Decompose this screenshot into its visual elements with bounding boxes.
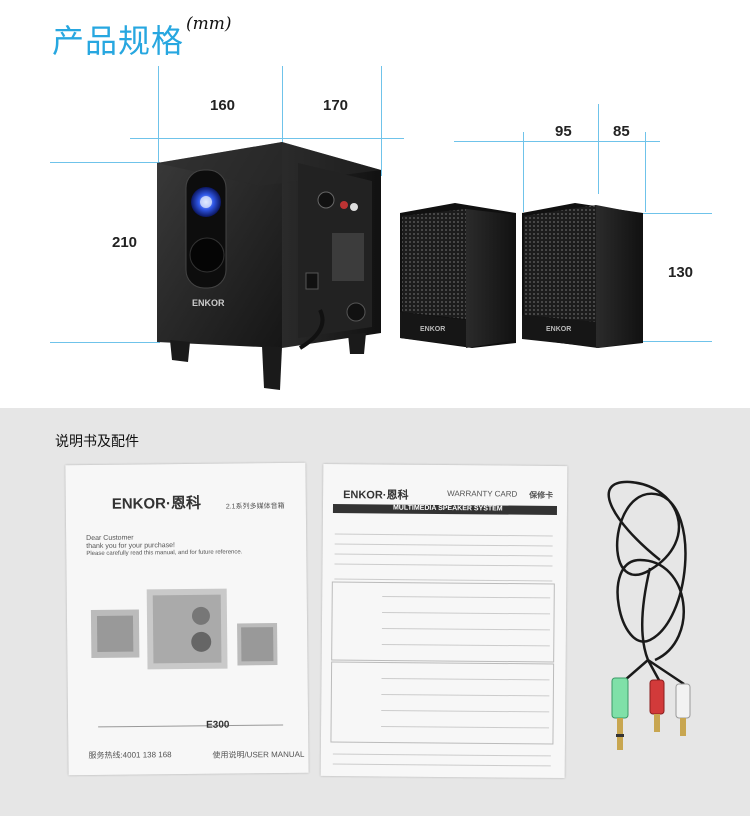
dimension-label: 170 <box>323 97 349 114</box>
plug-white <box>675 683 691 736</box>
page-title: 产品规格 <box>52 22 185 60</box>
dimension-label: 130 <box>668 264 694 281</box>
guide-line <box>640 213 712 214</box>
guide-line <box>50 162 160 163</box>
guide-line <box>50 342 160 343</box>
guide-line <box>130 138 404 139</box>
warranty-card: ENKOR·恩科 WARRANTY CARD 保修卡 MULTIMEDIA SP… <box>320 463 568 779</box>
guide-line <box>381 66 382 176</box>
satellite-speaker-left <box>400 203 516 348</box>
guide-line <box>158 66 159 162</box>
dimension-label: 210 <box>112 234 138 251</box>
plug-green <box>611 677 629 750</box>
plug-red <box>649 679 665 732</box>
dimension-label: 95 <box>555 123 572 140</box>
subwoofer-brand-logo: ENKOR <box>192 298 225 308</box>
guide-line <box>598 104 599 194</box>
dimension-label: 160 <box>210 97 236 114</box>
satellite-brand-logo: ENKOR <box>420 326 446 333</box>
dimension-label: 85 <box>613 123 630 140</box>
guide-line <box>523 132 524 212</box>
speaker-product-image <box>157 142 643 390</box>
subwoofer <box>157 142 381 390</box>
guide-line <box>645 132 646 212</box>
guide-line <box>282 66 283 146</box>
satellite-brand-logo: ENKOR <box>546 326 572 333</box>
guide-line <box>454 141 660 142</box>
card-form-lines <box>330 533 555 767</box>
manual-speaker-illustration <box>90 588 284 728</box>
unit-label: (mm) <box>186 14 232 34</box>
guide-line <box>640 341 712 342</box>
satellite-speaker-right <box>522 203 643 348</box>
accessories-title: 说明书及配件 <box>55 434 139 450</box>
user-manual: ENKOR·恩科 2.1系列多媒体音箱 Dear Customer thank … <box>65 462 309 776</box>
